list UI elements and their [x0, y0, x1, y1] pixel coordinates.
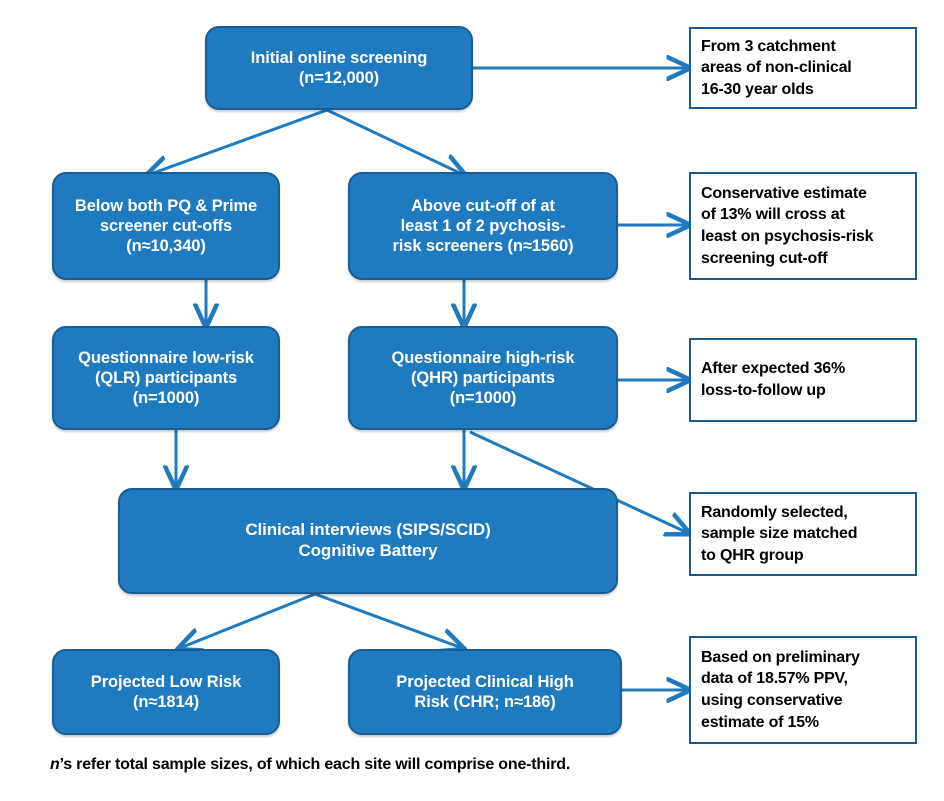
node-below-cutoff[interactable]: Below both PQ & Prime screener cut-offs … — [52, 172, 280, 280]
node-projected-low-risk-label: Projected Low Risk (n≈1814) — [90, 672, 242, 711]
node-questionnaire-high-risk[interactable]: Questionnaire high-risk (QHR) participan… — [348, 326, 618, 430]
footnote: n’s refer total sample sizes, of which e… — [50, 756, 570, 774]
edge-initial-to-below — [148, 108, 328, 175]
note-loss-to-follow-up-label: After expected 36% loss-to-follow up — [701, 360, 846, 399]
edge-initial-to-above — [326, 108, 464, 175]
node-clinical-interviews[interactable]: Clinical interviews (SIPS/SCID) Cognitiv… — [118, 488, 618, 594]
note-randomly-selected[interactable]: Randomly selected, sample size matched t… — [689, 492, 917, 576]
footnote-emphasis: n — [50, 756, 60, 773]
node-projected-low-risk[interactable]: Projected Low Risk (n≈1814) — [52, 649, 280, 735]
node-clinical-interviews-label: Clinical interviews (SIPS/SCID) Cognitiv… — [245, 520, 491, 560]
node-questionnaire-low-risk[interactable]: Questionnaire low-risk (QLR) participant… — [52, 326, 280, 430]
node-questionnaire-high-risk-label: Questionnaire high-risk (QHR) participan… — [391, 348, 575, 408]
note-preliminary-ppv[interactable]: Based on preliminary data of 18.57% PPV,… — [689, 636, 917, 744]
node-above-cutoff-label: Above cut-off of at least 1 of 2 pychosi… — [392, 196, 574, 256]
footnote-text: ’s refer total sample sizes, of which ea… — [59, 756, 571, 773]
note-catchment-label: From 3 catchment areas of non-clinical 1… — [701, 37, 852, 98]
node-initial-screening[interactable]: Initial online screening (n=12,000) — [205, 26, 473, 110]
note-preliminary-ppv-label: Based on preliminary data of 18.57% PPV,… — [701, 648, 860, 731]
note-conservative-estimate-label: Conservative estimate of 13% will cross … — [701, 184, 874, 267]
note-catchment[interactable]: From 3 catchment areas of non-clinical 1… — [689, 27, 917, 109]
node-projected-clinical-high-risk[interactable]: Projected Clinical High Risk (CHR; n≈186… — [348, 649, 622, 735]
note-randomly-selected-label: Randomly selected, sample size matched t… — [701, 503, 858, 564]
note-loss-to-follow-up[interactable]: After expected 36% loss-to-follow up — [689, 338, 917, 422]
edge-clinical-to-chr — [314, 592, 462, 648]
edge-clinical-to-low — [180, 592, 316, 648]
node-projected-clinical-high-risk-label: Projected Clinical High Risk (CHR; n≈186… — [396, 672, 574, 711]
node-below-cutoff-label: Below both PQ & Prime screener cut-offs … — [74, 196, 258, 256]
node-questionnaire-low-risk-label: Questionnaire low-risk (QLR) participant… — [78, 348, 254, 408]
note-conservative-estimate[interactable]: Conservative estimate of 13% will cross … — [689, 172, 917, 280]
node-initial-screening-label: Initial online screening (n=12,000) — [250, 48, 428, 87]
node-above-cutoff[interactable]: Above cut-off of at least 1 of 2 pychosi… — [348, 172, 618, 280]
